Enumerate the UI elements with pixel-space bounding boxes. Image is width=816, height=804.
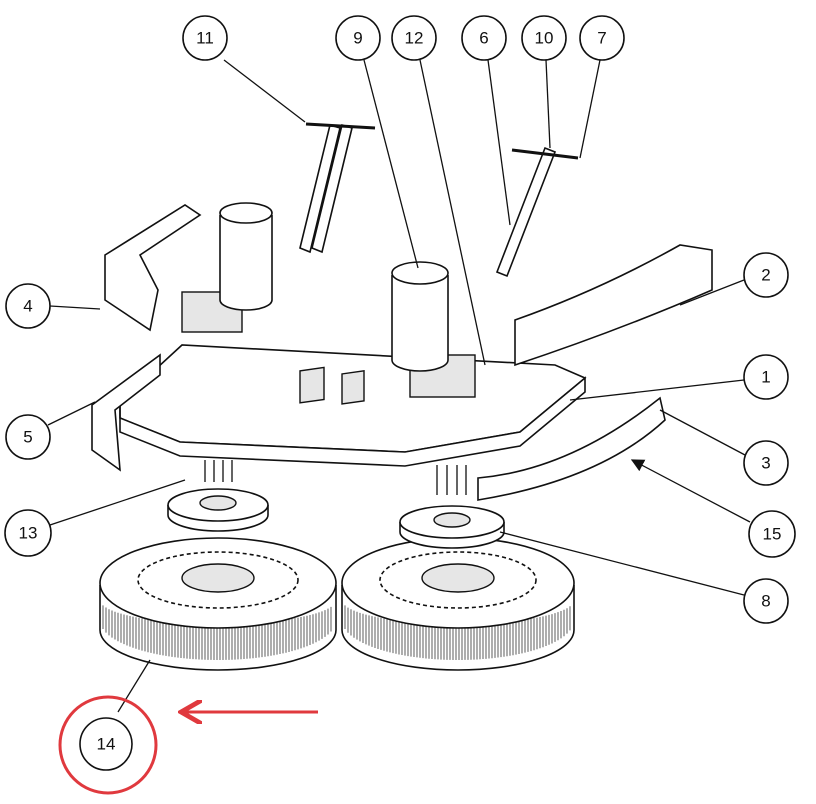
callout-8[interactable]: 8 <box>743 578 789 624</box>
svg-text:5: 5 <box>23 428 32 447</box>
brush-left <box>99 537 337 671</box>
svg-text:1: 1 <box>761 368 770 387</box>
callout-15[interactable]: 15 <box>748 510 796 558</box>
svg-text:9: 9 <box>353 29 362 48</box>
svg-text:3: 3 <box>761 454 770 473</box>
linkage-left <box>299 122 376 254</box>
brush-right <box>341 537 575 671</box>
svg-text:2: 2 <box>761 266 770 285</box>
motor-right <box>391 261 476 398</box>
svg-text:4: 4 <box>23 297 32 316</box>
highlight-circle <box>58 695 158 795</box>
callouts: 11 9 12 6 10 7 4 2 1 5 3 15 13 8 14 <box>4 15 796 771</box>
svg-text:6: 6 <box>479 29 488 48</box>
skirt-3 <box>477 396 666 501</box>
callout-2[interactable]: 2 <box>743 252 789 298</box>
callout-14[interactable]: 14 <box>79 717 133 771</box>
callout-4[interactable]: 4 <box>5 283 51 329</box>
callout-11[interactable]: 11 <box>182 15 228 61</box>
skirt-5 <box>91 353 161 472</box>
drive-plate-left <box>167 460 269 532</box>
bumper-2 <box>514 244 713 367</box>
bumper-4 <box>104 204 202 332</box>
svg-text:11: 11 <box>196 29 214 48</box>
motor-left <box>181 202 273 333</box>
callout-1[interactable]: 1 <box>743 354 789 400</box>
callout-9[interactable]: 9 <box>335 15 381 61</box>
callout-13[interactable]: 13 <box>4 509 52 557</box>
callout-10[interactable]: 10 <box>521 15 567 61</box>
svg-text:7: 7 <box>597 29 606 48</box>
callout-3[interactable]: 3 <box>743 440 789 486</box>
callout-5[interactable]: 5 <box>5 414 51 460</box>
leader-lines <box>47 59 751 713</box>
callout-6[interactable]: 6 <box>461 15 507 61</box>
highlight-14 <box>58 695 318 795</box>
svg-text:8: 8 <box>761 592 770 611</box>
callout-7[interactable]: 7 <box>579 15 625 61</box>
linkage-right <box>495 146 579 278</box>
svg-text:14: 14 <box>97 735 116 754</box>
drive-plate-right <box>399 465 505 549</box>
svg-text:15: 15 <box>763 525 782 544</box>
svg-text:13: 13 <box>19 524 38 543</box>
svg-text:12: 12 <box>405 29 424 48</box>
callout-12[interactable]: 12 <box>391 15 437 61</box>
svg-text:10: 10 <box>535 29 554 48</box>
